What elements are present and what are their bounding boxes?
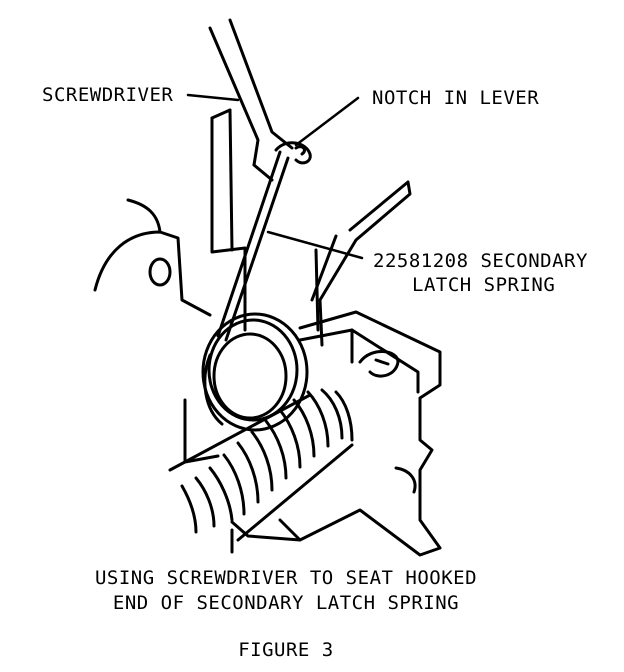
notch-in-lever-label: NOTCH IN LEVER xyxy=(372,87,540,109)
spring-leader xyxy=(266,230,364,260)
screwdriver-leader xyxy=(186,93,240,102)
base-plate xyxy=(230,520,302,554)
figure-label: FIGURE 3 xyxy=(238,639,334,661)
notch-leader xyxy=(294,96,360,147)
threaded-shaft xyxy=(168,388,354,542)
mounting-bracket xyxy=(93,230,212,317)
panel-outline xyxy=(126,108,320,464)
caption-line1: USING SCREWDRIVER TO SEAT HOOKED xyxy=(94,567,478,589)
spring-clip-housing xyxy=(278,310,442,557)
spring-arm xyxy=(216,150,290,342)
screwdriver-label: SCREWDRIVER xyxy=(42,84,174,106)
notch-in-lever xyxy=(274,141,312,165)
leader-lines xyxy=(186,93,364,260)
caption-line2: END OF SECONDARY LATCH SPRING xyxy=(112,592,460,614)
secondary-latch-spring-label-line1: 22581208 SECONDARY xyxy=(373,250,588,272)
latch-lever xyxy=(310,180,412,347)
secondary-latch-spring-label-line2: LATCH SPRING xyxy=(412,274,556,296)
spring-coil xyxy=(201,312,309,432)
